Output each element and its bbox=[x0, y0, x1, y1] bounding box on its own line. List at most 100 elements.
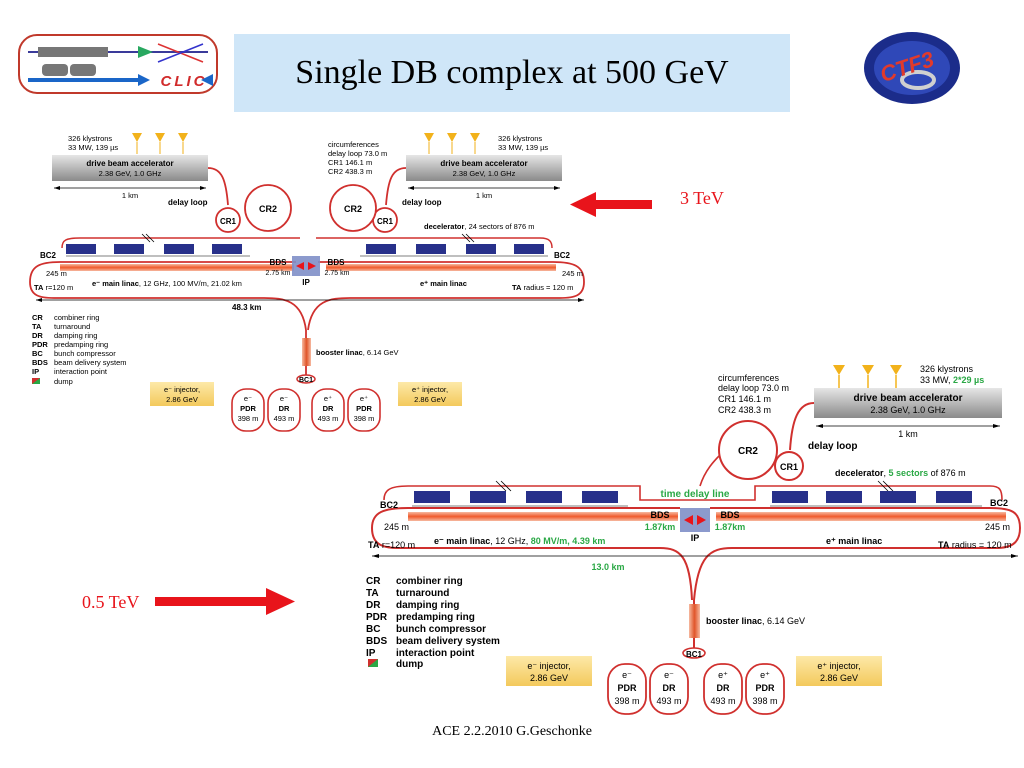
bot-circ-cr2: CR2 438.3 m bbox=[718, 405, 771, 415]
bot-dba-params: 2.38 GeV, 1.0 GHz bbox=[870, 405, 946, 415]
top-e-injector bbox=[150, 382, 214, 406]
bot-p-pdr: PDR bbox=[755, 683, 775, 693]
top-p-dr-len: 493 m bbox=[318, 414, 339, 423]
top-klystrons-right: 326 klystrons bbox=[498, 134, 542, 143]
bot-p-pdr-sym: e⁺ bbox=[760, 670, 770, 680]
bot-decelerator: decelerator, 5 sectors of 876 m bbox=[835, 468, 966, 478]
clic-logo-text: CLIC bbox=[161, 73, 208, 90]
top-dba-right bbox=[406, 155, 562, 181]
bot-ta-left: TA r=120 m bbox=[368, 540, 415, 550]
top-bds-right: BDS bbox=[328, 258, 346, 267]
bot-pmain: e⁺ main linac bbox=[826, 536, 882, 546]
top-pmain: e⁺ main linac bbox=[420, 279, 467, 288]
klystron-icons-right bbox=[424, 133, 480, 154]
bot-bc2-right: BC2 bbox=[990, 498, 1008, 508]
top-e-dr-len: 493 m bbox=[274, 414, 295, 423]
top-ta-right: TA radius = 120 m bbox=[512, 283, 573, 292]
bot-circ-delay: delay loop 73.0 m bbox=[718, 383, 789, 393]
bot-delay-loop: delay loop bbox=[808, 441, 857, 452]
arrow-3tev-icon bbox=[570, 192, 652, 217]
label-3tev: 3 TeV bbox=[680, 188, 724, 208]
top-modules-right bbox=[366, 244, 544, 254]
svg-text:damping ring: damping ring bbox=[54, 331, 97, 340]
top-e-inj-label: e⁻ injector, bbox=[164, 385, 200, 394]
top-booster bbox=[302, 338, 311, 366]
bot-e-dr: DR bbox=[663, 683, 676, 693]
title-box: Single DB complex at 500 GeV bbox=[234, 34, 790, 112]
bot-e-pdr: PDR bbox=[617, 683, 637, 693]
top-cr2-left: CR2 bbox=[259, 204, 277, 214]
bot-p-inj-energy: 2.86 GeV bbox=[820, 673, 858, 683]
bot-p-inj-label: e⁺ injector, bbox=[817, 661, 860, 671]
top-klystron-power-right: 33 MW, 139 µs bbox=[498, 143, 548, 152]
bot-dba bbox=[814, 388, 1002, 418]
top-circ-cr2: CR2 438.3 m bbox=[328, 167, 372, 176]
bot-km: 1 km bbox=[898, 429, 918, 439]
svg-text:TA: TA bbox=[32, 322, 42, 331]
svg-text:beam delivery system: beam delivery system bbox=[396, 636, 500, 647]
top-245-right: 245 m bbox=[562, 269, 583, 278]
top-bds-len-right: 2.75 km bbox=[325, 270, 350, 277]
bot-ip: IP bbox=[691, 533, 700, 543]
bot-time-delay: time delay line bbox=[661, 489, 730, 500]
top-p-dr-sym: e⁺ bbox=[324, 394, 332, 403]
top-p-pdr-sym: e⁺ bbox=[360, 394, 368, 403]
svg-text:dump: dump bbox=[396, 659, 423, 670]
svg-text:BC: BC bbox=[366, 624, 380, 635]
top-diagram: 326 klystrons 33 MW, 139 µs drive beam a… bbox=[29, 133, 585, 432]
bot-bds-right: BDS bbox=[720, 510, 739, 520]
top-p-pdr-len: 398 m bbox=[354, 414, 375, 423]
top-delay-loop-right: delay loop bbox=[402, 198, 442, 207]
svg-text:TA: TA bbox=[366, 588, 379, 599]
bot-bds-left: BDS bbox=[650, 510, 669, 520]
top-bc1: BC1 bbox=[299, 377, 313, 384]
svg-text:combiner ring: combiner ring bbox=[54, 313, 99, 322]
svg-text:BDS: BDS bbox=[366, 636, 387, 647]
svg-text:CR: CR bbox=[366, 576, 381, 587]
bot-245-right: 245 m bbox=[985, 522, 1010, 532]
top-klystrons-left: 326 klystrons bbox=[68, 134, 112, 143]
svg-text:turnaround: turnaround bbox=[54, 322, 90, 331]
top-p-injector bbox=[398, 382, 462, 406]
top-cr1-left: CR1 bbox=[220, 217, 237, 226]
svg-text:dump: dump bbox=[54, 377, 73, 386]
svg-text:beam delivery system: beam delivery system bbox=[54, 358, 127, 367]
top-ip: IP bbox=[302, 278, 310, 287]
bot-circ-cr1: CR1 146.1 m bbox=[718, 394, 771, 404]
top-e-pdr-sym: e⁻ bbox=[244, 394, 252, 403]
bot-e-pdr-len: 398 m bbox=[614, 696, 639, 706]
top-dba-label-right: drive beam accelerator bbox=[440, 159, 527, 168]
svg-text:interaction point: interaction point bbox=[396, 648, 475, 659]
top-e-dr: DR bbox=[279, 404, 290, 413]
bot-emain: e⁻ main linac, 12 GHz, 80 MV/m, 4.39 km bbox=[434, 536, 605, 546]
bot-cr1: CR1 bbox=[780, 462, 798, 472]
arrow-05tev-icon bbox=[155, 588, 295, 615]
svg-text:bunch compressor: bunch compressor bbox=[396, 624, 486, 635]
top-cr2-right: CR2 bbox=[344, 204, 362, 214]
bot-klystron-icons bbox=[833, 365, 902, 388]
svg-text:DR: DR bbox=[366, 600, 381, 611]
top-bc2-right: BC2 bbox=[554, 251, 571, 260]
bot-e-inj-energy: 2.86 GeV bbox=[530, 673, 568, 683]
top-bds-len-left: 2.75 km bbox=[266, 270, 291, 277]
bot-p-injector bbox=[796, 656, 882, 686]
top-p-dr: DR bbox=[323, 404, 334, 413]
top-delay-loop-left: delay loop bbox=[168, 198, 208, 207]
bot-cr2: CR2 bbox=[738, 446, 758, 457]
ctf3-logo: CTF3 bbox=[862, 30, 962, 106]
bot-p-dr-len: 493 m bbox=[710, 696, 735, 706]
svg-text:bunch compressor: bunch compressor bbox=[54, 349, 116, 358]
slide-title: Single DB complex at 500 GeV bbox=[295, 54, 729, 91]
bot-e-injector bbox=[506, 656, 592, 686]
top-circ-head: circumferences bbox=[328, 140, 379, 149]
bot-e-pdr-sym: e⁻ bbox=[622, 670, 632, 680]
svg-text:predamping ring: predamping ring bbox=[54, 340, 108, 349]
top-e-dr-sym: e⁻ bbox=[280, 394, 288, 403]
label-05tev: 0.5 TeV bbox=[82, 592, 140, 612]
svg-text:IP: IP bbox=[32, 367, 39, 376]
svg-text:damping ring: damping ring bbox=[396, 600, 459, 611]
svg-text:turnaround: turnaround bbox=[396, 588, 449, 599]
top-dba-params-right: 2.38 GeV, 1.0 GHz bbox=[453, 169, 516, 178]
